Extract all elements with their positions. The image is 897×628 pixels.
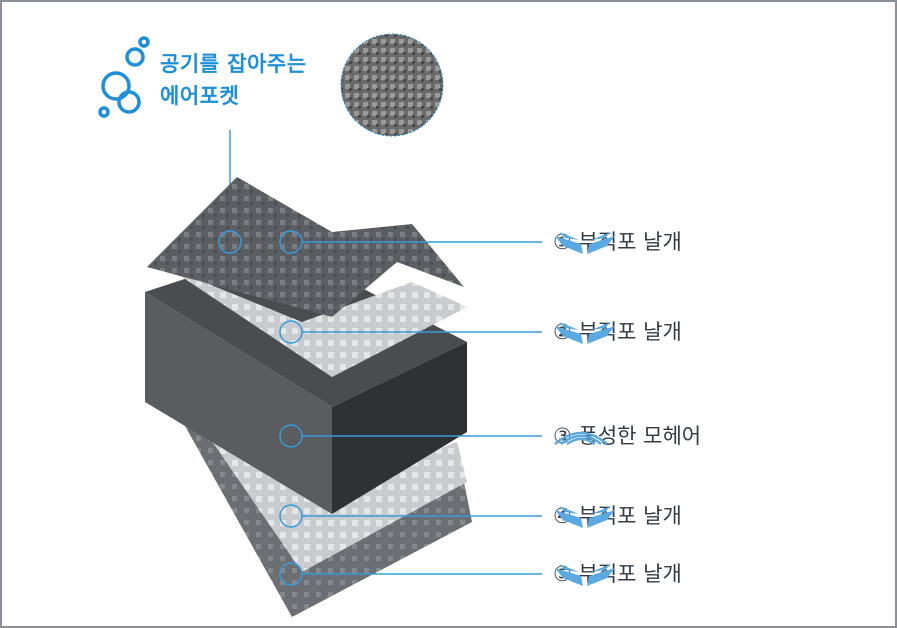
air-pocket-callout: 공기를 잡아주는 에어포켓 — [160, 48, 307, 112]
callout-line-2: 에어포켓 — [160, 84, 240, 108]
callout-line-1: 공기를 잡아주는 — [160, 52, 307, 76]
layer-5-sheet — [152, 367, 472, 617]
layer-3-label: ③ 풍성한 모헤어 — [553, 424, 702, 448]
layer-2-label: ② 부직포 날개 — [553, 320, 682, 344]
layer-4-label: ④ 부직포 날개 — [553, 504, 682, 528]
air-pocket-marker — [218, 230, 242, 254]
air-pocket-mesh-closeup — [340, 33, 444, 137]
layer-leader-lines — [218, 230, 542, 586]
layer-2-sheet — [167, 267, 467, 377]
layer-1-label: ① 부직포 날개 — [553, 230, 682, 254]
layer-5-label: ⑤ 부직포 날개 — [553, 562, 682, 586]
bubbles-icon — [98, 36, 150, 118]
layer-1-sheet — [147, 177, 464, 317]
